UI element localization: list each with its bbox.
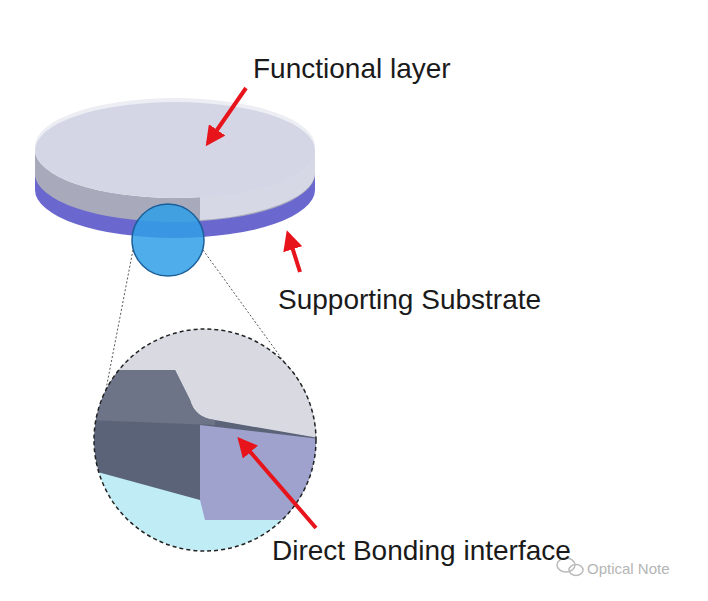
leader-arrow	[240, 440, 316, 528]
part-label: Direct Bonding interface	[272, 535, 571, 567]
zoom-view	[90, 320, 330, 560]
top-surface	[35, 102, 315, 198]
part-label: Functional layer	[253, 53, 451, 85]
leader-arrow	[208, 88, 246, 143]
watermark: Optical Note	[587, 560, 670, 577]
part-label: Supporting Substrate	[278, 284, 541, 316]
leader-arrow	[288, 234, 300, 272]
highlight-circle	[132, 204, 204, 276]
zoom-border	[94, 329, 316, 551]
